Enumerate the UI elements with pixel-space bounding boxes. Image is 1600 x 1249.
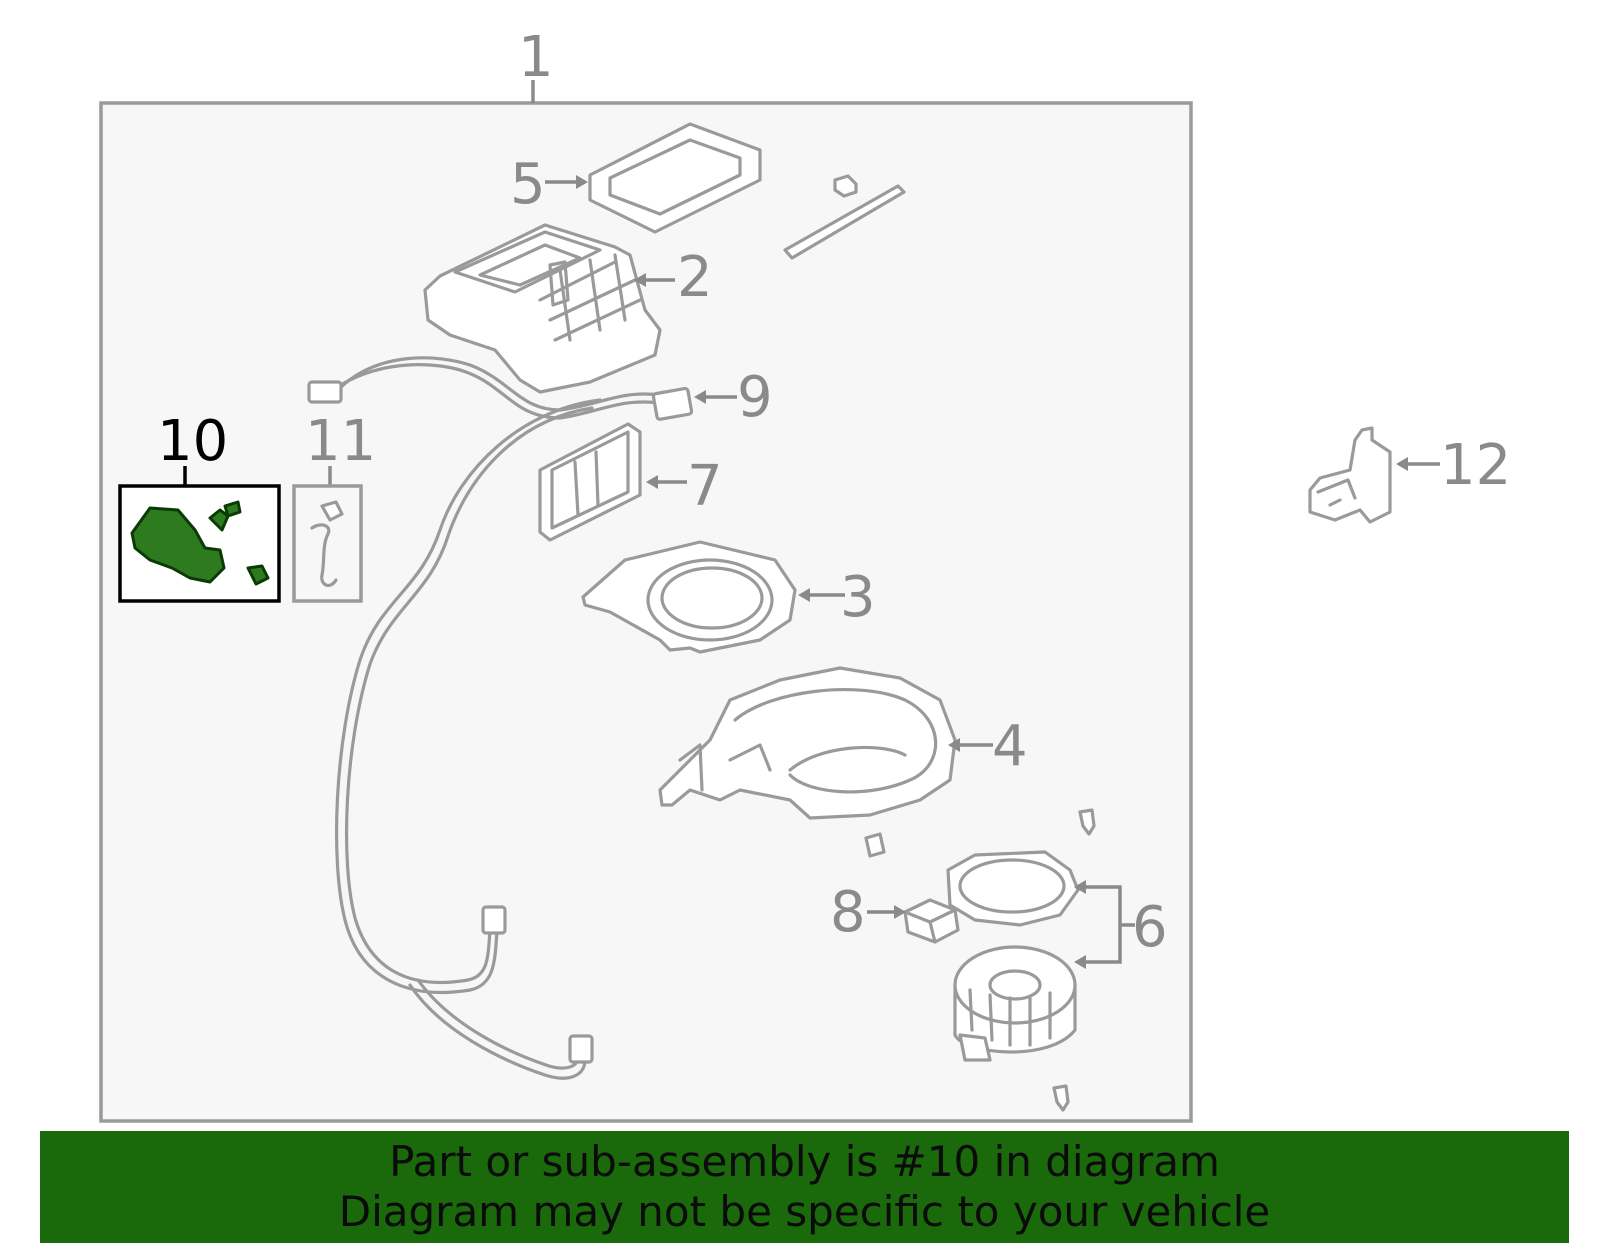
callout-1[interactable]: 1: [518, 25, 554, 90]
part-7-filter[interactable]: [538, 422, 642, 542]
info-banner: Part or sub-assembly is #10 in diagram D…: [40, 1131, 1569, 1243]
screw-and-rod[interactable]: [783, 174, 906, 260]
small-fasteners[interactable]: [864, 808, 1096, 1112]
part-3-plate[interactable]: [581, 540, 797, 654]
callout-7[interactable]: 7: [687, 454, 723, 519]
callout-9[interactable]: 9: [737, 365, 773, 430]
part-4-housing[interactable]: [658, 666, 957, 820]
part-5-gasket[interactable]: [588, 122, 762, 234]
callout-11[interactable]: 11: [305, 409, 376, 474]
part-12-bracket[interactable]: [1308, 426, 1392, 524]
callout-8[interactable]: 8: [830, 880, 866, 945]
banner-line-2: Diagram may not be specific to your vehi…: [338, 1187, 1271, 1236]
part-2-case[interactable]: [423, 223, 662, 394]
callout-5[interactable]: 5: [510, 152, 546, 217]
part-11-link[interactable]: [310, 500, 344, 588]
part-9-harness[interactable]: [307, 356, 694, 1080]
callout-2[interactable]: 2: [677, 245, 713, 310]
callout-6[interactable]: 6: [1132, 895, 1168, 960]
callout-10[interactable]: 10: [157, 409, 228, 474]
callout-4[interactable]: 4: [992, 714, 1028, 779]
callout-12[interactable]: 12: [1440, 433, 1511, 498]
part-8-resistor[interactable]: [903, 898, 960, 944]
part-10-actuator[interactable]: [130, 500, 270, 586]
part-6-blower-motor[interactable]: [946, 850, 1080, 1062]
banner-line-1: Part or sub-assembly is #10 in diagram: [389, 1137, 1220, 1186]
callout-3[interactable]: 3: [840, 565, 876, 630]
